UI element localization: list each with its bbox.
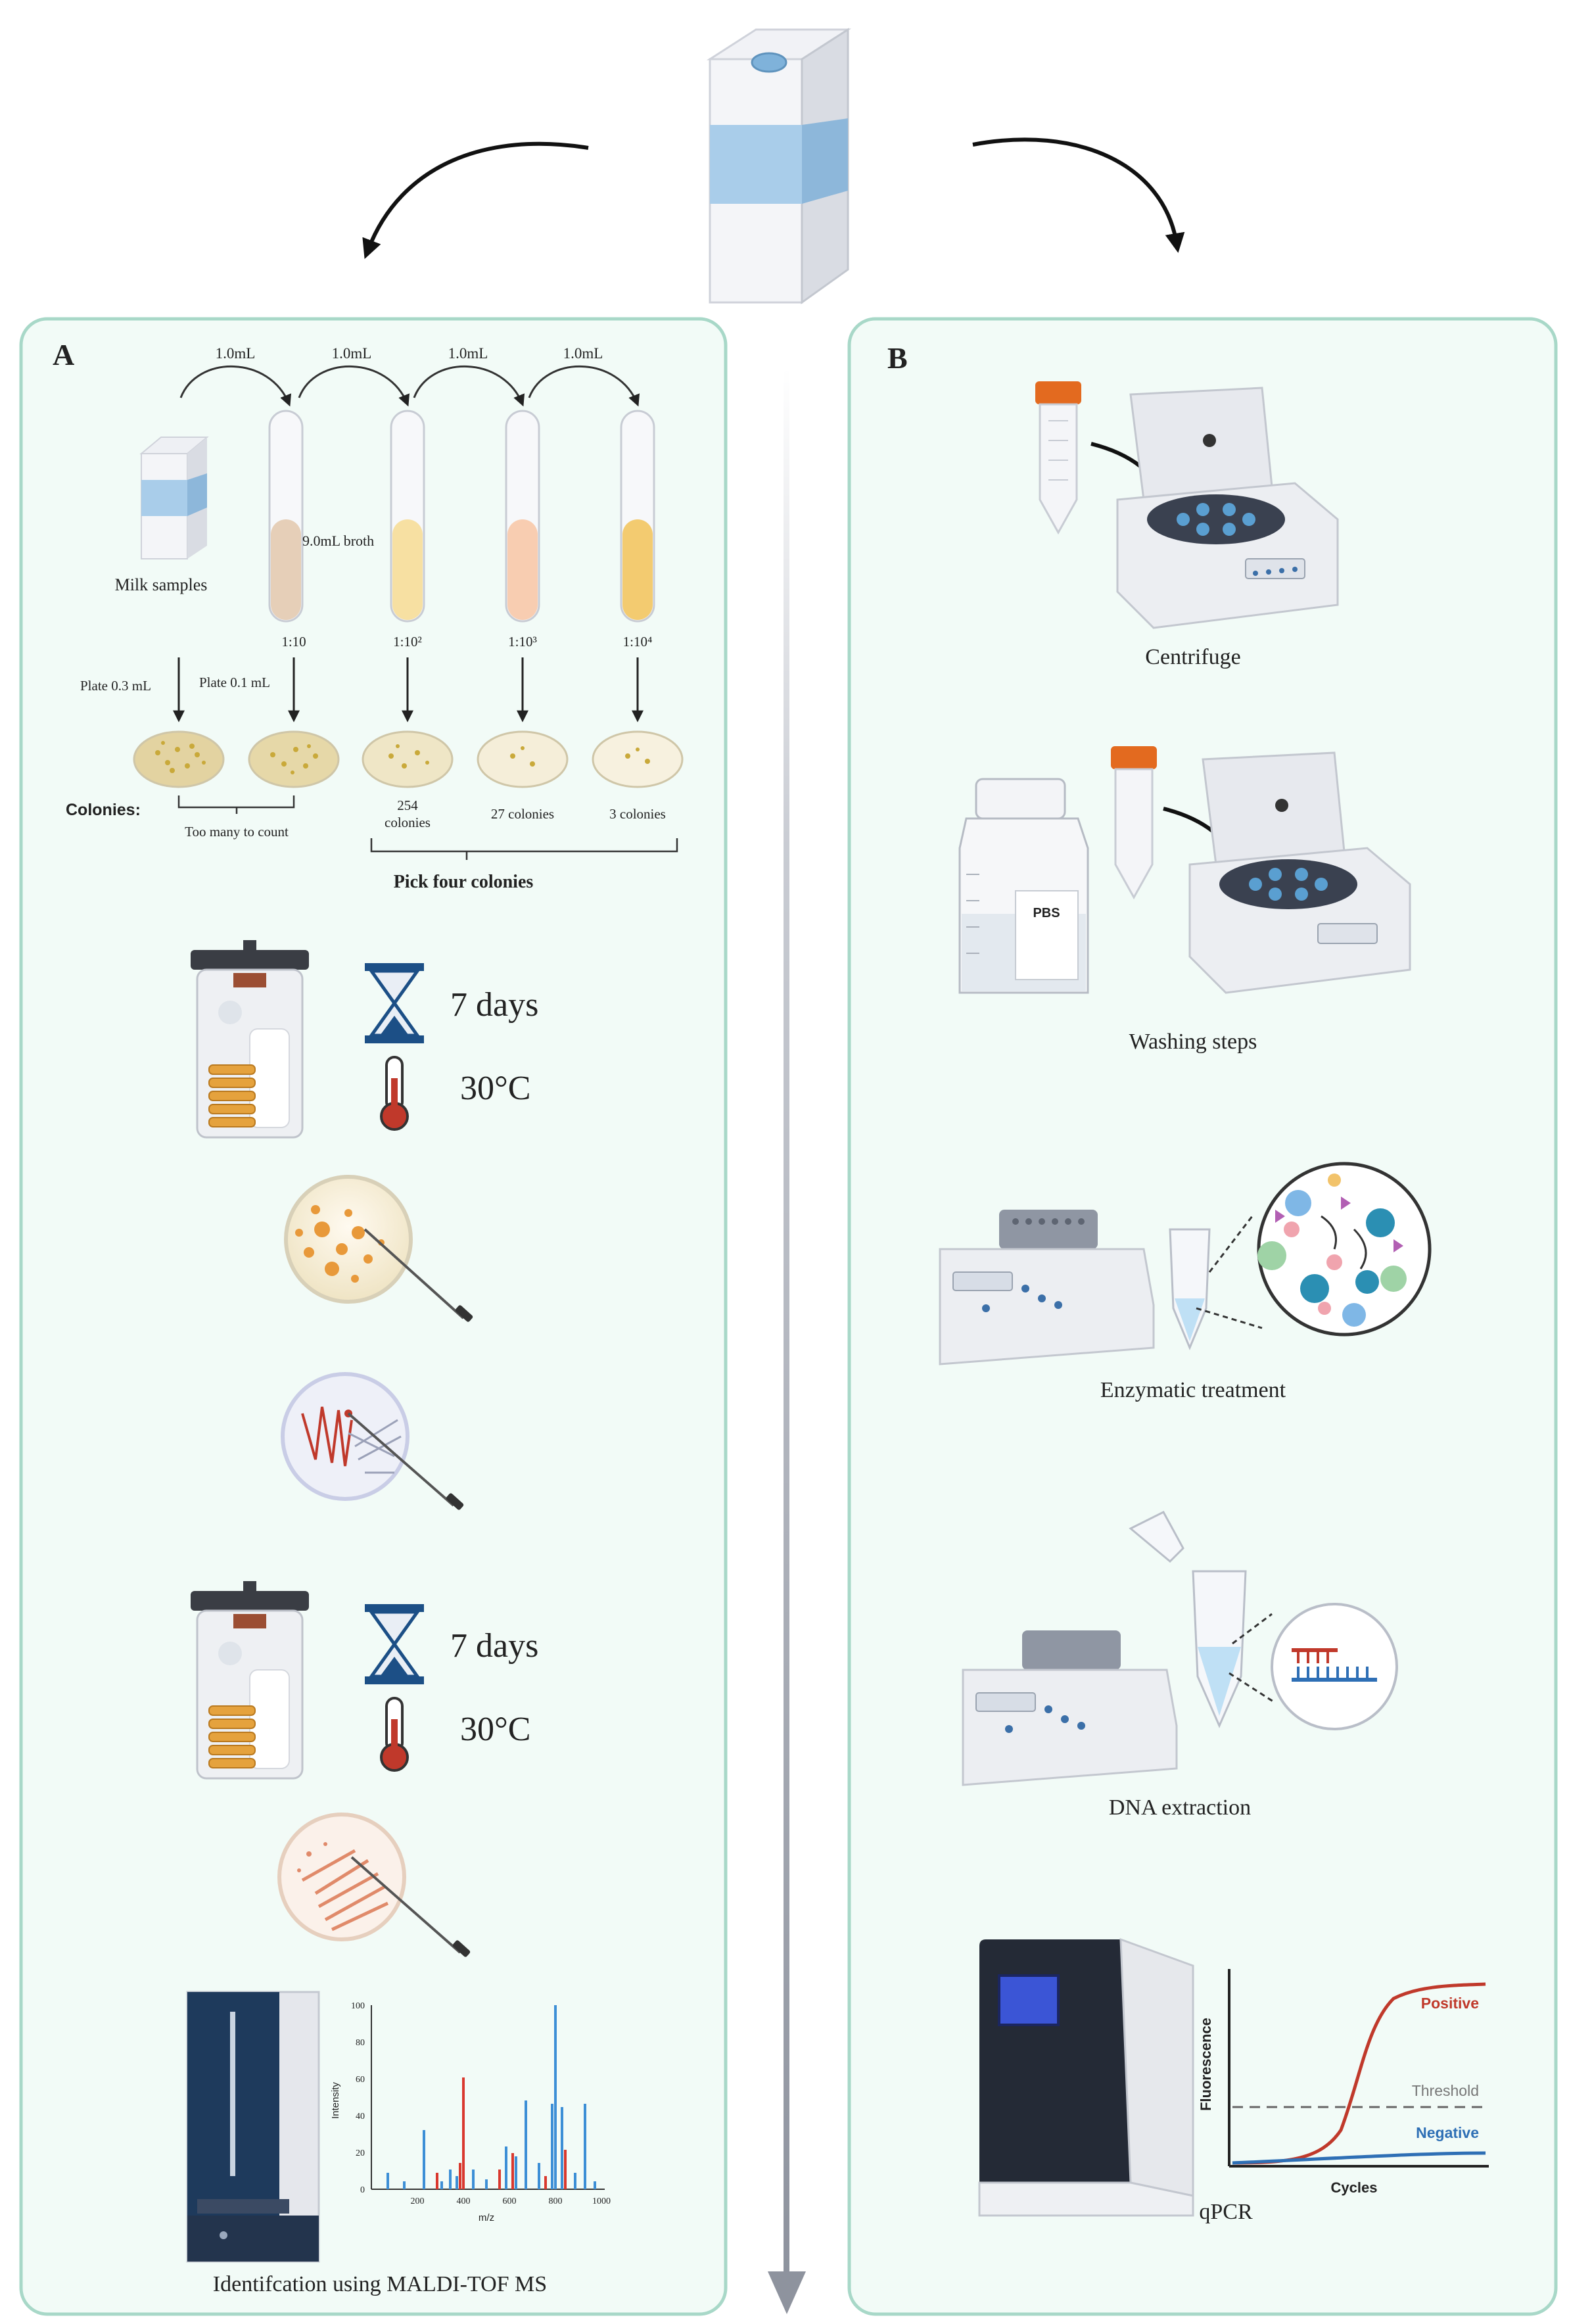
incubation-2-days: 7 days — [450, 1627, 538, 1665]
ratio-2: 1:10² — [393, 634, 422, 650]
heat-block-icon-2 — [962, 1630, 1178, 1786]
spectrum-y-ticks: 0 20 40 60 80 100 — [351, 2001, 365, 2195]
pbs-bottle-icon — [958, 778, 1089, 994]
dna-zoom-icon — [1271, 1603, 1398, 1730]
spectrum-ytick-40: 40 — [356, 2112, 365, 2122]
zoom-dashes — [1196, 1216, 1263, 1329]
positive-curve — [1232, 1982, 1486, 2165]
pick-colonies-label: Pick four colonies — [394, 872, 534, 892]
zoom-dashes-2 — [1229, 1613, 1276, 1704]
step-centrifuge-label: Centrifuge — [1145, 645, 1240, 669]
spectrum-xtick-200: 200 — [411, 2196, 425, 2206]
pure-culture-plate-icon — [277, 1813, 471, 1957]
milk-sample-icon — [139, 437, 209, 559]
spectrum-xtick-800: 800 — [549, 2196, 563, 2206]
milk-carton-icon — [706, 28, 852, 304]
maldi-tof-instrument-icon — [186, 1991, 320, 2263]
spectrum-ytick-80: 80 — [356, 2038, 365, 2048]
transfer-label-1: 1.0mL — [216, 345, 256, 362]
qpcr-chart — [1228, 1969, 1489, 2168]
colony-dots — [155, 741, 650, 774]
broth-label: 9.0mL broth — [302, 533, 374, 549]
spectrum-x-ticks: 200 400 600 800 1000 — [411, 2196, 611, 2206]
qpcr-machine-icon — [978, 1937, 1194, 2217]
panel-a-letter: A — [53, 338, 74, 371]
bracket-pick — [370, 838, 678, 860]
bracket-too-many — [177, 795, 295, 814]
test-tubes — [268, 410, 655, 623]
count-too-many: Too many to count — [185, 824, 289, 840]
step-dna-label: DNA extraction — [1109, 1795, 1251, 1820]
qpcr-positive-label: Positive — [1421, 1995, 1479, 2012]
spectrum-ytick-60: 60 — [356, 2075, 365, 2085]
falcon-tube-icon — [1035, 381, 1081, 535]
qpcr-threshold-label: Threshold — [1412, 2082, 1479, 2099]
ratio-1: 1:10 — [281, 634, 306, 650]
pick-colony-plate-icon — [284, 1175, 473, 1322]
qpcr-negative-label: Negative — [1416, 2124, 1479, 2141]
colonies-label: Colonies: — [66, 801, 141, 819]
maldi-label: Identifcation using MALDI-TOF MS — [213, 2272, 547, 2296]
incubation-1-temp: 30°C — [460, 1070, 530, 1107]
enzyme-zoom-icon — [1257, 1162, 1432, 1337]
spectrum-xtick-1000: 1000 — [592, 2196, 611, 2206]
spectrum-ytick-0: 0 — [360, 2185, 365, 2195]
hourglass-icon — [365, 963, 424, 1043]
anaerobic-jar-icon-2 — [191, 1581, 309, 1780]
transfer-label-2: 1.0mL — [332, 345, 372, 362]
agar-plates — [133, 730, 684, 788]
plate-label-1: Plate 0.3 mL — [80, 678, 151, 694]
ratio-4: 1:10⁴ — [623, 634, 653, 650]
streak-plate-icon — [281, 1372, 464, 1510]
panel-b-letter: B — [887, 341, 908, 375]
thermometer-icon-2 — [380, 1697, 409, 1772]
maldi-spectrum: 0 20 40 60 80 100 200 400 600 800 1000 I… — [330, 2001, 611, 2223]
hourglass-icon-2 — [365, 1604, 424, 1684]
center-timeline-arrow — [768, 368, 806, 2314]
count-254: 254 — [397, 797, 418, 813]
count-3: 3 colonies — [609, 806, 666, 822]
open-microtube-icon — [1129, 1511, 1247, 1728]
transfer-arrows — [179, 365, 640, 407]
incubation-1-days: 7 days — [450, 986, 538, 1024]
spectrum-ytick-20: 20 — [356, 2148, 365, 2158]
transfer-label-4: 1.0mL — [563, 345, 603, 362]
anaerobic-jar-icon — [191, 940, 309, 1139]
count-27: 27 colonies — [491, 806, 554, 822]
centrifuge-icon — [1116, 387, 1339, 629]
ratio-3: 1:10³ — [508, 634, 537, 650]
step-qpcr-label: qPCR — [1199, 2200, 1253, 2224]
thermometer-icon — [380, 1056, 409, 1131]
centrifuge-icon-2 — [1188, 751, 1411, 994]
transfer-label-3: 1.0mL — [448, 345, 488, 362]
plate-label-2: Plate 0.1 mL — [199, 675, 270, 690]
spectrum-ylabel: Intensity — [330, 2082, 341, 2119]
panel-a — [19, 317, 728, 2316]
spectrum-xlabel: m/z — [479, 2212, 494, 2223]
spectrum-xtick-600: 600 — [503, 2196, 517, 2206]
milk-samples-label: Milk samples — [115, 575, 208, 594]
plating-arrows — [173, 657, 644, 723]
step-washing-label: Washing steps — [1129, 1030, 1257, 1054]
heat-block-icon — [939, 1210, 1155, 1365]
spectrum-xtick-400: 400 — [457, 2196, 471, 2206]
spectrum-ytick-100: 100 — [351, 2001, 365, 2011]
falcon-tube-icon-2 — [1111, 746, 1157, 900]
count-254-colonies: colonies — [385, 815, 431, 830]
arrow-right-icon — [972, 137, 1185, 253]
pbs-label: PBS — [1033, 906, 1060, 920]
arrow-left-icon — [362, 141, 589, 259]
qpcr-ylabel: Fluorescence — [1198, 2018, 1214, 2111]
negative-curve — [1232, 2151, 1486, 2165]
step-enzymatic-label: Enzymatic treatment — [1100, 1378, 1286, 1402]
incubation-2-temp: 30°C — [460, 1711, 530, 1748]
qpcr-xlabel: Cycles — [1331, 2179, 1378, 2196]
